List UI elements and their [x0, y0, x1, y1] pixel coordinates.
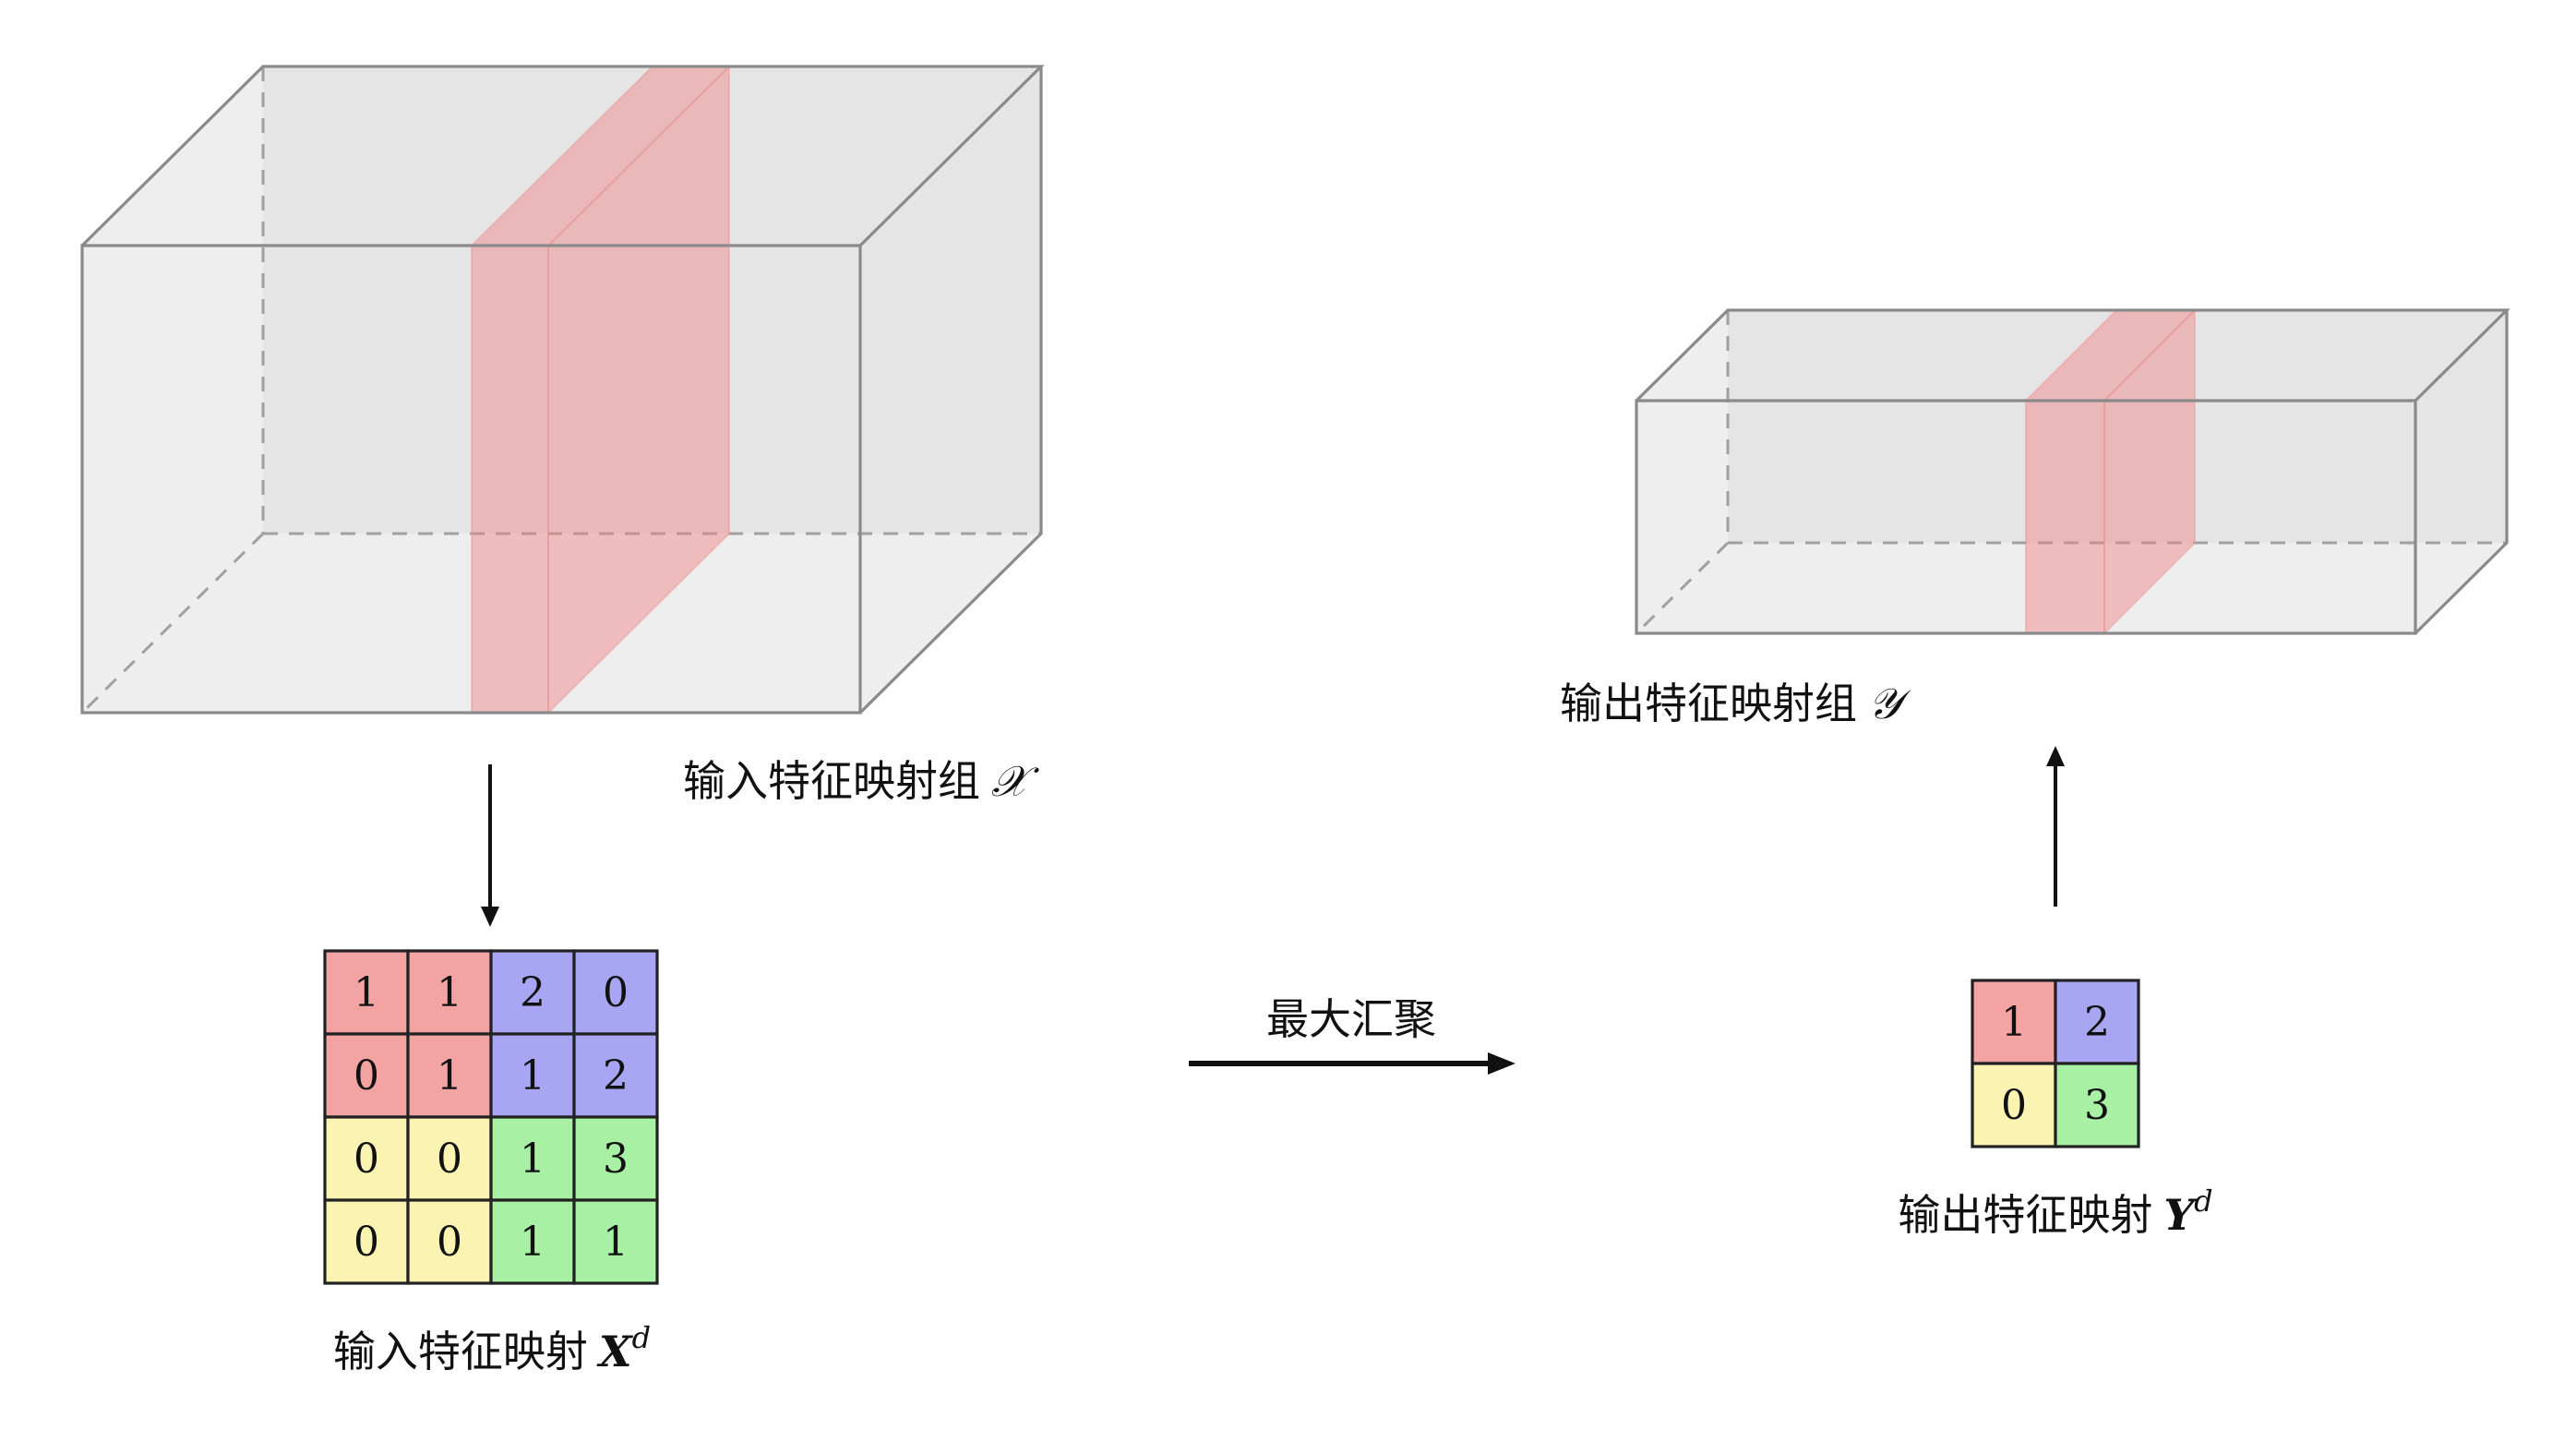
input-feature-map-group-box	[80, 64, 1045, 715]
input-map-cell-0-3	[572, 949, 659, 1036]
input-map-cell-2-2	[489, 1115, 576, 1202]
output-map-superscript: d	[2194, 1184, 2212, 1219]
arrow-max-pooling	[1189, 1052, 1516, 1075]
input-map-cell-value-0-0: 1	[353, 969, 379, 1016]
input-map-cell-value-0-2: 2	[520, 969, 545, 1016]
output-map-symbol: Y	[2163, 1190, 2198, 1240]
output-slice-front	[2025, 400, 2105, 634]
input-map-cell-3-3	[572, 1198, 659, 1285]
input-map-symbol: X	[596, 1327, 634, 1376]
input-map-cell-1-1	[406, 1032, 493, 1119]
output-map-cell-value-0-1: 2	[2084, 999, 2110, 1046]
input-group-symbol: 𝒳	[991, 756, 1039, 806]
input-map-cell-1-3	[572, 1032, 659, 1119]
output-map-cell-value-1-0: 0	[2001, 1082, 2027, 1129]
input-map-cell-value-1-2: 1	[520, 1052, 545, 1100]
input-map-cell-value-3-3: 1	[603, 1219, 629, 1266]
input-map-cell-value-1-0: 0	[353, 1052, 379, 1100]
input-feature-map-grid: 1 1 2 0 0 1 1 2 0 0 1 3 0 0 1 1	[323, 949, 659, 1285]
input-map-cell-value-0-1: 1	[437, 969, 462, 1016]
input-map-cell-value-3-0: 0	[353, 1219, 379, 1266]
input-map-cell-1-2	[489, 1032, 576, 1119]
output-group-symbol: 𝒴	[1868, 679, 1911, 728]
output-map-cell-1-0	[1971, 1062, 2057, 1148]
input-map-cell-2-0	[323, 1115, 410, 1202]
input-map-cell-3-1	[406, 1198, 493, 1285]
input-map-cell-3-0	[323, 1198, 410, 1285]
input-map-cell-2-1	[406, 1115, 493, 1202]
input-slice-front	[471, 245, 549, 714]
arrow-up-to-output-group	[2046, 746, 2065, 907]
input-map-cell-value-1-1: 1	[437, 1052, 462, 1100]
input-map-cell-value-2-0: 0	[353, 1136, 379, 1183]
arrow-down-to-input-map	[481, 764, 499, 927]
input-map-cell-0-0	[323, 949, 410, 1036]
output-feature-map-group-box	[1635, 307, 2510, 636]
output-map-cell-value-0-0: 1	[2001, 999, 2027, 1046]
output-map-cell-value-1-1: 3	[2084, 1082, 2110, 1129]
input-map-cell-2-3	[572, 1115, 659, 1202]
input-map-cell-value-3-1: 0	[437, 1219, 462, 1266]
output-map-cell-0-1	[2054, 979, 2140, 1065]
input-map-cell-value-2-2: 1	[520, 1136, 545, 1183]
output-slice-side	[2103, 307, 2196, 636]
input-map-cell-value-1-3: 2	[603, 1052, 629, 1100]
max-pooling-label: 最大汇聚	[1266, 994, 1436, 1044]
input-map-cell-0-1	[406, 949, 493, 1036]
input-map-cell-value-2-1: 0	[437, 1136, 462, 1183]
output-feature-map-grid: 1 2 0 3	[1971, 979, 2140, 1148]
output-map-cell-0-0	[1971, 979, 2057, 1065]
input-map-cell-3-2	[489, 1198, 576, 1285]
input-map-cell-value-0-3: 0	[603, 969, 629, 1016]
input-map-superscript: d	[632, 1320, 651, 1355]
input-map-cell-value-3-2: 1	[520, 1219, 545, 1266]
input-slice-side	[547, 64, 730, 715]
input-map-cell-value-2-3: 3	[603, 1136, 629, 1183]
output-map-cell-1-1	[2054, 1062, 2140, 1148]
